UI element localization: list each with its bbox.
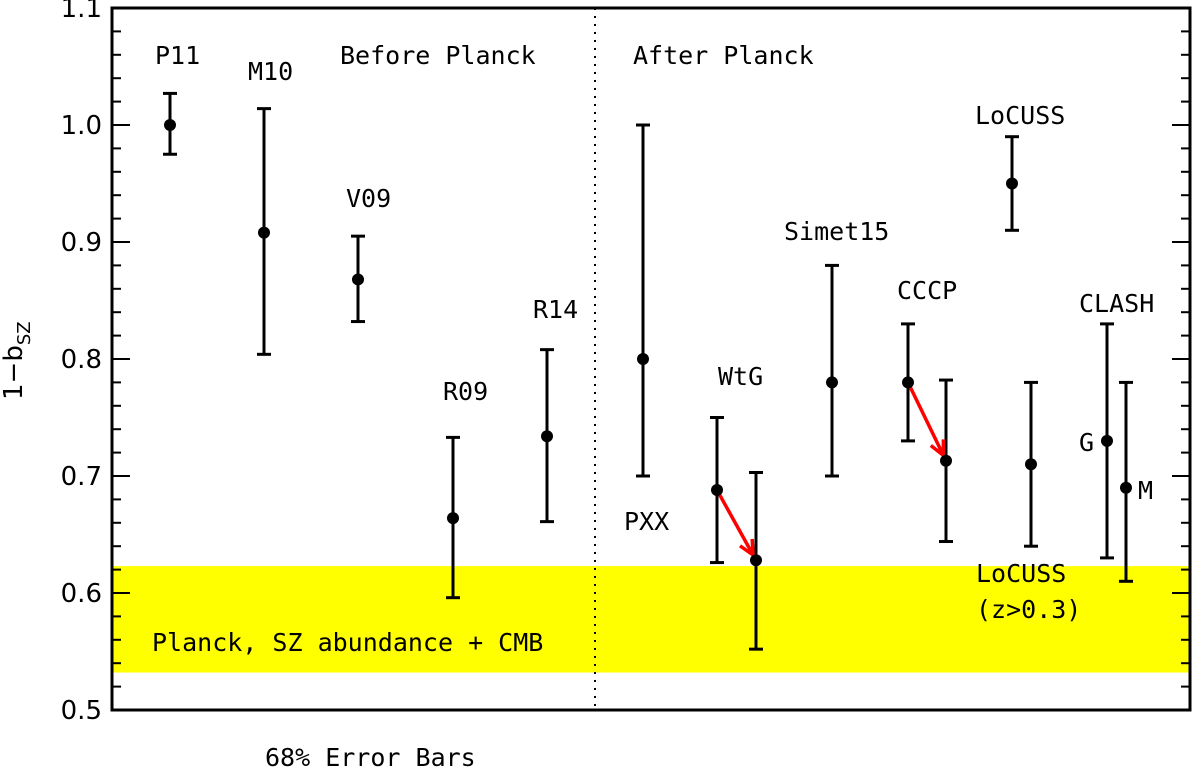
- point-label: R14: [533, 295, 578, 324]
- point-label: Simet15: [784, 217, 889, 246]
- y-tick-label: 0.8: [61, 345, 102, 375]
- point-label: M10: [248, 57, 293, 86]
- annotation-z-cut: (z>0.3): [976, 595, 1081, 624]
- y-tick-label: 0.5: [61, 696, 102, 726]
- data-point: [1101, 434, 1113, 447]
- data-point: [1006, 177, 1018, 190]
- y-axis-label-main: 1−b: [0, 345, 29, 400]
- data-point: [1120, 481, 1132, 494]
- point-label: M: [1138, 476, 1153, 505]
- section-before-label: Before Planck: [340, 41, 536, 70]
- point-label: G: [1079, 428, 1094, 457]
- data-point: [940, 454, 952, 467]
- section-after-label: After Planck: [633, 41, 814, 70]
- data-point: [826, 376, 838, 389]
- point-label: R09: [443, 377, 488, 406]
- y-tick-label: 1.0: [61, 111, 102, 141]
- point-label: PXX: [624, 507, 669, 536]
- y-axis-label: 1−bSZ: [0, 321, 35, 400]
- y-tick-label: 0.7: [61, 462, 102, 492]
- y-tick-label: 0.6: [61, 579, 102, 609]
- shift-arrow-head: [929, 439, 946, 460]
- data-point: [164, 119, 176, 131]
- plot-frame: [110, 6, 1192, 712]
- shift-arrow-line: [715, 489, 755, 556]
- point-label: P11: [155, 41, 200, 70]
- data-point: [750, 554, 762, 567]
- footer-label: 68% Error Bars: [265, 743, 476, 771]
- data-point: [1025, 458, 1037, 471]
- point-label: WtG: [718, 362, 763, 391]
- point-label: CCCP: [897, 276, 957, 305]
- data-point: [637, 353, 649, 365]
- data-point: [902, 376, 914, 389]
- data-point: [447, 512, 459, 525]
- shift-arrow-head: [738, 538, 756, 559]
- annotation-clash: CLASH: [1079, 289, 1154, 318]
- point-label: LoCUSS: [975, 101, 1065, 130]
- planck-band: [112, 566, 1190, 673]
- annotation-locuss-high-z: LoCUSS: [976, 559, 1066, 588]
- band-label: Planck, SZ abundance + CMB: [152, 628, 543, 657]
- shift-arrow-line: [906, 381, 945, 457]
- y-tick-label: 1.1: [61, 0, 102, 24]
- data-point: [711, 484, 723, 497]
- data-point: [258, 226, 270, 239]
- point-label: V09: [346, 184, 391, 213]
- data-point: [352, 273, 364, 286]
- y-axis-label-subscript: SZ: [14, 321, 35, 345]
- y-tick-label: 0.9: [61, 228, 102, 258]
- data-point: [541, 430, 553, 443]
